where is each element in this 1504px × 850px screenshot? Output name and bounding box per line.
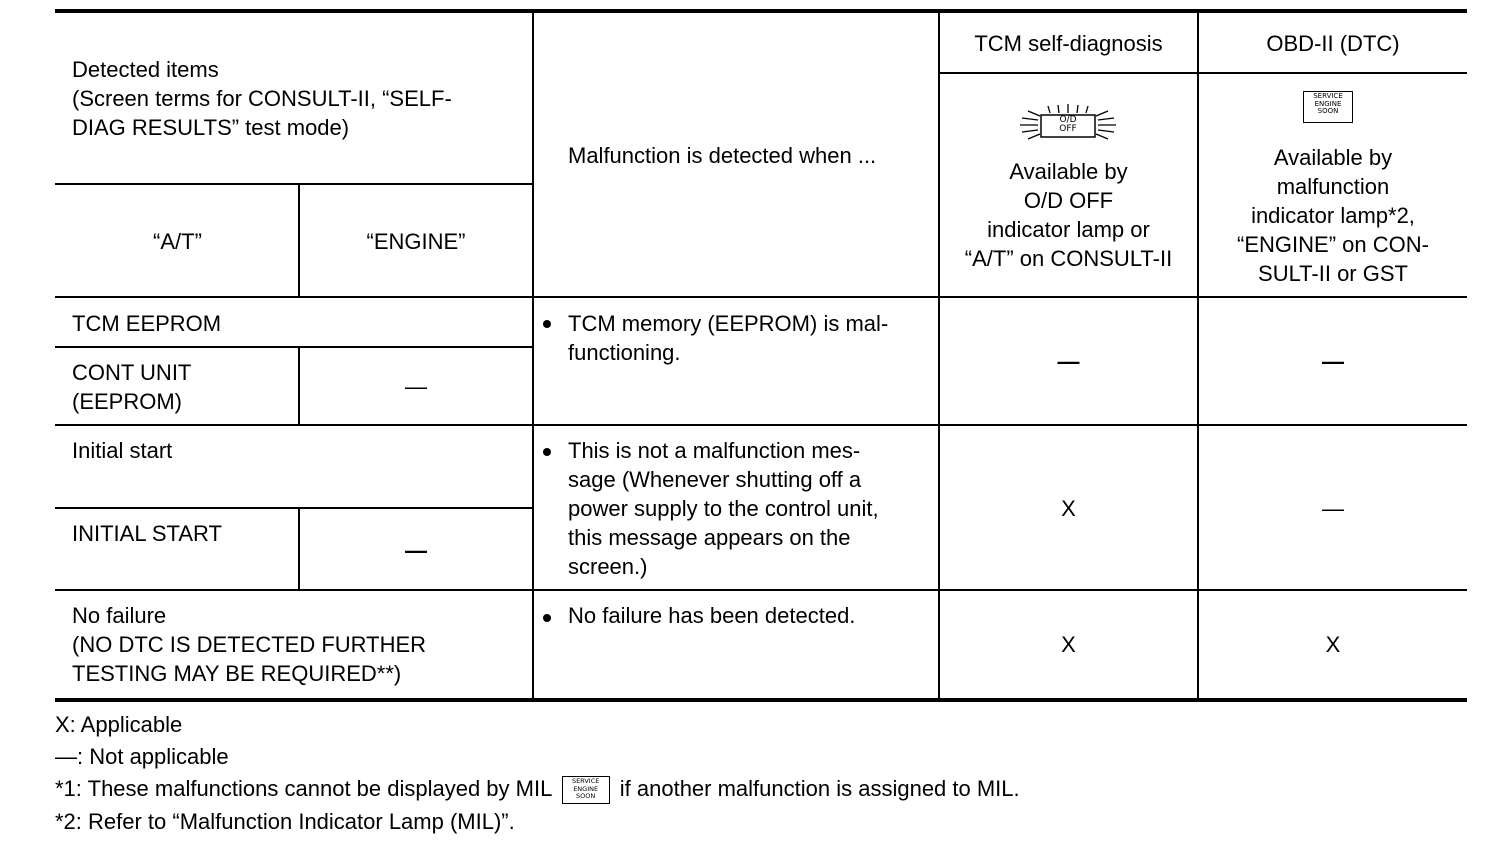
obd-availability-line: “ENGINE” on CON- <box>1237 232 1429 257</box>
note-1-text-before: *1: These malfunctions cannot be display… <box>55 776 552 801</box>
item-line: (NO DTC IS DETECTED FURTHER <box>72 632 427 657</box>
condition-line: functioning. <box>568 340 681 365</box>
tcm-self-diagnosis-heading: TCM self-diagnosis <box>974 31 1163 56</box>
item-line: No failure <box>72 603 167 628</box>
detected-items-line: (Screen terms for CONSULT-II, “SELF- <box>72 86 452 111</box>
od-icon-line: OFF <box>1059 124 1077 134</box>
obd-value: X <box>1325 632 1341 657</box>
tcm-availability-line: indicator lamp or <box>987 217 1150 242</box>
service-engine-soon-icon: SERVICE ENGINE SOON <box>1303 91 1353 123</box>
obd-value: — <box>1322 496 1344 521</box>
engine-value: — <box>405 374 427 399</box>
ses-icon-line: SOON <box>576 792 596 801</box>
row1-inner-divider <box>55 346 534 348</box>
note-1: *1: These malfunctions cannot be display… <box>55 774 1020 805</box>
engine-value: — <box>405 538 427 563</box>
item-line: TESTING MAY BE REQUIRED**) <box>72 661 402 686</box>
obd-heading: OBD-II (DTC) <box>1266 31 1400 56</box>
tcm-value: — <box>1057 349 1080 374</box>
engine-item-line: (EEPROM) <box>72 389 182 414</box>
item-text: No failure (NO DTC IS DETECTED FURTHER T… <box>72 601 426 688</box>
condition-line: screen.) <box>568 554 648 579</box>
obd-availability-line: malfunction <box>1276 174 1390 199</box>
condition-line: sage (Whenever shutting off a <box>568 467 862 492</box>
engine-item: CONT UNIT (EEPROM) <box>72 358 191 416</box>
ses-icon-line: SERVICE <box>1313 92 1343 100</box>
detected-items-heading: Detected items (Screen terms for CONSULT… <box>72 55 452 142</box>
tcm-availability-line: Available by <box>1009 159 1128 184</box>
obd-availability-line: indicator lamp*2, <box>1251 203 1415 228</box>
od-off-indicator-icon <box>1020 104 1116 140</box>
header-bottom-border <box>55 296 1467 298</box>
ses-icon-line: SOON <box>1317 107 1339 115</box>
obd-value: — <box>1322 349 1344 374</box>
condition-line: This is not a malfunction mes- <box>568 438 861 463</box>
tcm-value: X <box>1061 496 1076 521</box>
table-bottom-border <box>55 698 1467 702</box>
tcm-availability: Available by O/D OFF indicator lamp or “… <box>940 157 1197 273</box>
col-divider-at-engine-row2 <box>298 507 300 591</box>
note-2: *2: Refer to “Malfunction Indicator Lamp… <box>55 809 515 834</box>
od-icon-line: O/D <box>1059 115 1077 125</box>
at-column-heading: “A/T” <box>153 229 202 254</box>
note-applicable: X: Applicable <box>55 712 183 737</box>
detected-items-line: Detected items <box>72 57 219 82</box>
ses-icon-line: ENGINE <box>573 784 599 793</box>
ses-icon-line: SERVICE <box>571 777 600 786</box>
condition-line: power supply to the control unit, <box>568 496 879 521</box>
condition-text: No failure has been detected. <box>568 603 856 628</box>
engine-item-line: CONT UNIT <box>72 360 192 385</box>
row2-bottom-border <box>55 589 1467 591</box>
tcm-availability-line: “A/T” on CONSULT-II <box>964 246 1173 271</box>
col-divider-at-engine <box>298 183 300 298</box>
tcm-value: X <box>1061 632 1076 657</box>
row1-bottom-border <box>55 424 1467 426</box>
ses-icon-line: ENGINE <box>1314 99 1342 108</box>
note-1-text-after: if another malfunction is assigned to MI… <box>619 776 1020 801</box>
note-not-applicable: —: Not applicable <box>55 744 229 769</box>
engine-column-heading: “ENGINE” <box>366 229 466 254</box>
row2-inner-divider <box>55 507 534 509</box>
bullet <box>543 448 551 456</box>
col-divider-tcm-obd <box>1197 9 1199 702</box>
od-off-icon-text: O/D OFF <box>1041 116 1095 134</box>
detected-items-line: DIAG RESULTS” test mode) <box>72 115 350 140</box>
malfunction-heading: Malfunction is detected when ... <box>568 143 877 168</box>
bullet <box>543 320 551 328</box>
header-sub-divider <box>938 72 1467 74</box>
bullet <box>543 614 551 622</box>
service-engine-soon-icon: SERVICE ENGINE SOON <box>561 776 610 805</box>
col-divider-items-condition <box>532 9 534 702</box>
header-left-divider <box>55 183 534 185</box>
table-top-border <box>55 9 1467 13</box>
col-divider-at-engine-row1 <box>298 346 300 426</box>
col-divider-condition-tcm <box>938 9 940 702</box>
condition-line: this message appears on the <box>568 525 851 550</box>
condition-text: TCM memory (EEPROM) is mal- functioning. <box>568 309 888 367</box>
engine-item: INITIAL START <box>72 521 222 546</box>
obd-availability-line: Available by <box>1273 145 1393 170</box>
obd-availability-line: SULT-II or GST <box>1258 261 1408 286</box>
condition-line: TCM memory (EEPROM) is mal- <box>568 311 889 336</box>
at-item: TCM EEPROM <box>72 311 222 336</box>
condition-text: This is not a malfunction mes- sage (Whe… <box>568 436 879 581</box>
at-item: Initial start <box>72 438 173 463</box>
tcm-availability-line: O/D OFF <box>1023 188 1114 213</box>
obd-availability: Available by malfunction indicator lamp*… <box>1199 143 1467 288</box>
